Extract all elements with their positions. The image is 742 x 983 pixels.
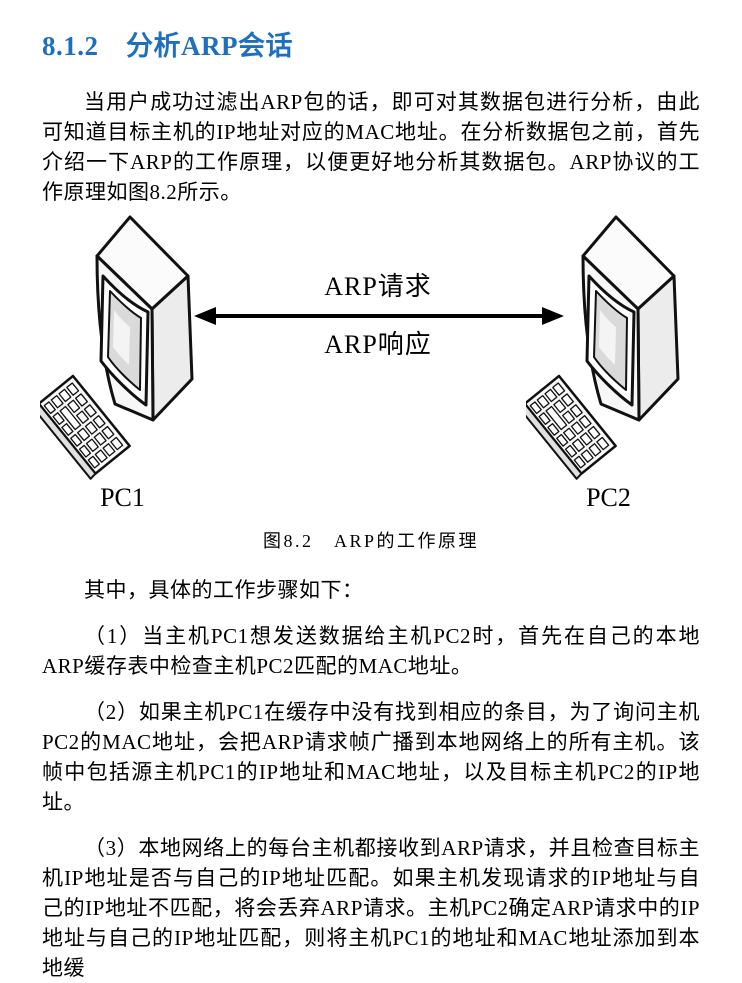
computer-icon [518,215,680,480]
section-heading: 8.1.2 分析ARP会话 [42,31,293,61]
steps-intro-paragraph: 其中，具体的工作步骤如下： [84,578,364,602]
arp-request-label: ARP请求 [324,272,432,301]
pc1-computer-illustration [32,214,205,484]
arp-diagram-figure: ARP请求 ARP响应 PC1 PC2 [32,211,702,517]
document-page: 8.1.2 分析ARP会话 当用户成功过滤出ARP包的话，即可对其数据包进行分析… [32,31,702,980]
double-arrow-icon [194,307,564,325]
pc2-label: PC2 [586,483,631,512]
pc2-computer-illustration [518,214,691,484]
intro-paragraph: 当用户成功过滤出ARP包的话，即可对其数据包进行分析，由此可知道目标主机的IP地… [42,90,700,204]
step2-paragraph: （2）如果主机PC1在缓存中没有找到相应的条目，为了询问主机PC2的MAC地址，… [42,700,700,814]
arp-response-label: ARP响应 [324,330,432,359]
computer-icon [32,215,194,480]
figure-caption: 图8.2 ARP的工作原理 [262,531,479,551]
step1-paragraph: （1）当主机PC1想发送数据给主机PC2时，首先在自己的本地ARP缓存表中检查主… [42,624,700,678]
pc1-label: PC1 [100,483,145,512]
step3-paragraph: （3）本地网络上的每台主机都接收到ARP请求，并且检查目标主机IP地址是否与自己… [42,836,700,980]
